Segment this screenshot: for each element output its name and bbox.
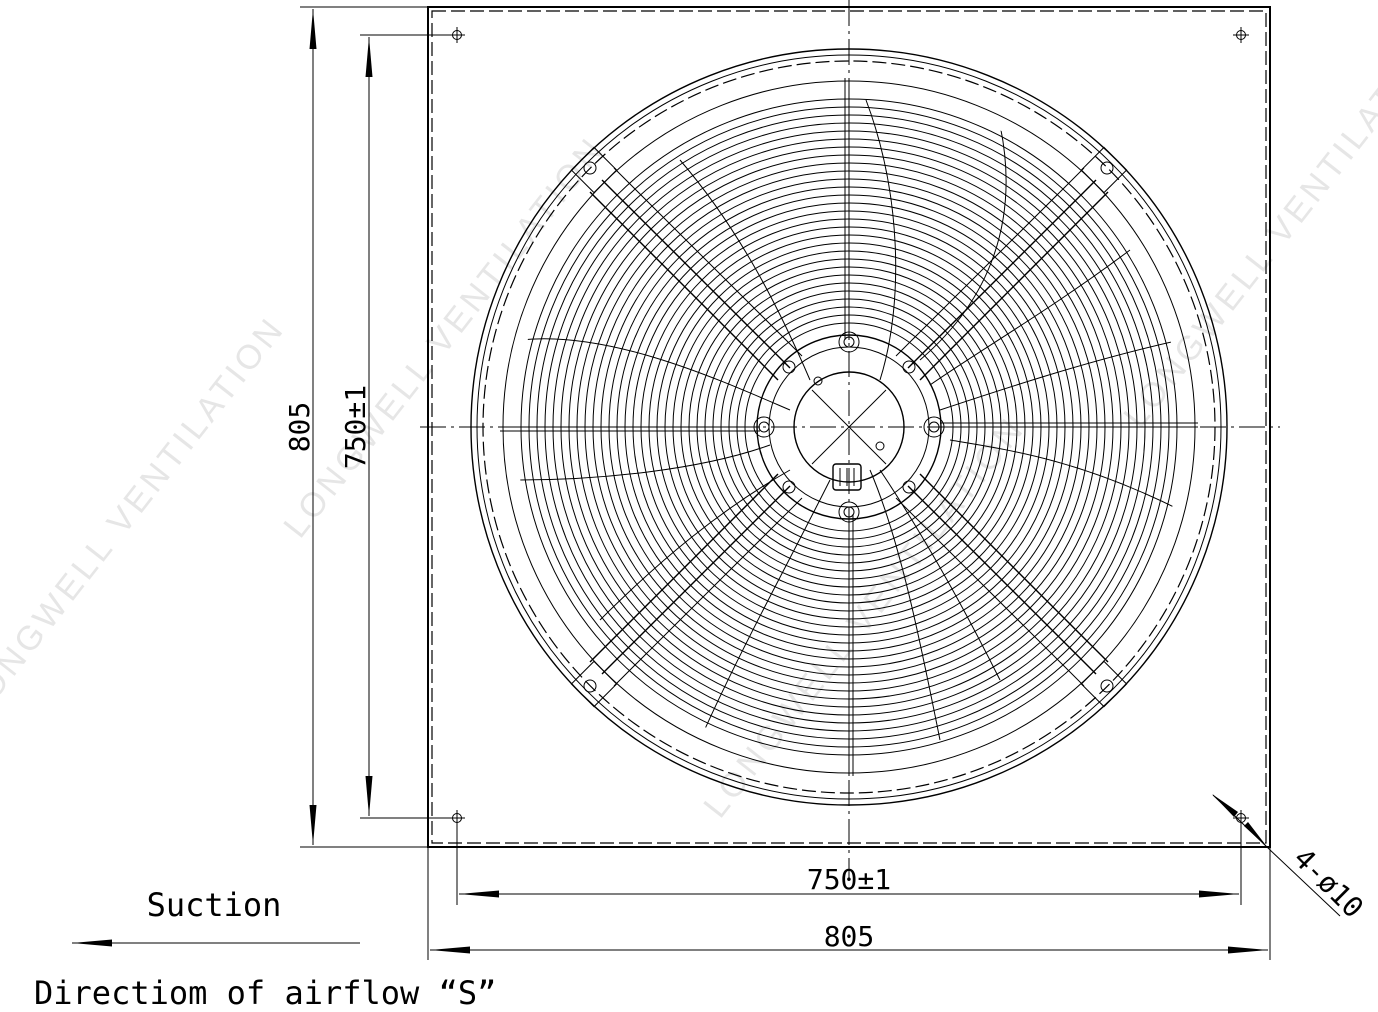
strut-bolts [570,146,1128,708]
dim-pitch-width: 750±1 [807,863,891,896]
suction-label: Suction [147,886,282,924]
watermark-text-2: LONGWELL VENTILATION [276,129,612,544]
dim-overall-height: 805 [283,402,316,453]
support-struts [500,78,1198,776]
watermark-text-4: LONGWELL VENTILATION [1116,19,1378,434]
strut-bl [589,473,803,687]
mounting-hole-tr [1233,27,1249,43]
strut-br [895,473,1109,687]
hub-bolt-left [753,416,775,438]
hub-bolt-bottom [838,501,860,523]
dim-mounting-holes: 4-ø10 [1287,842,1370,925]
hub-bolt-top [838,331,860,353]
strut-tr [895,167,1109,381]
dim-pitch-height: 750±1 [339,385,372,469]
watermark-text-1: LONGWELL VENTILATION [0,309,293,724]
cross-wires [500,78,1198,776]
airflow-annotation: Suction Directiom of airflow “S” [34,886,496,1012]
dimension-lines [300,6,1341,960]
airflow-caption: Directiom of airflow “S” [34,974,496,1012]
motor-hub [753,331,945,523]
center-lines [420,0,1280,880]
dim-overall-width: 805 [824,920,875,953]
hub-bolt-right [923,416,945,438]
cable-gland [832,463,862,491]
strut-tl [589,167,803,381]
